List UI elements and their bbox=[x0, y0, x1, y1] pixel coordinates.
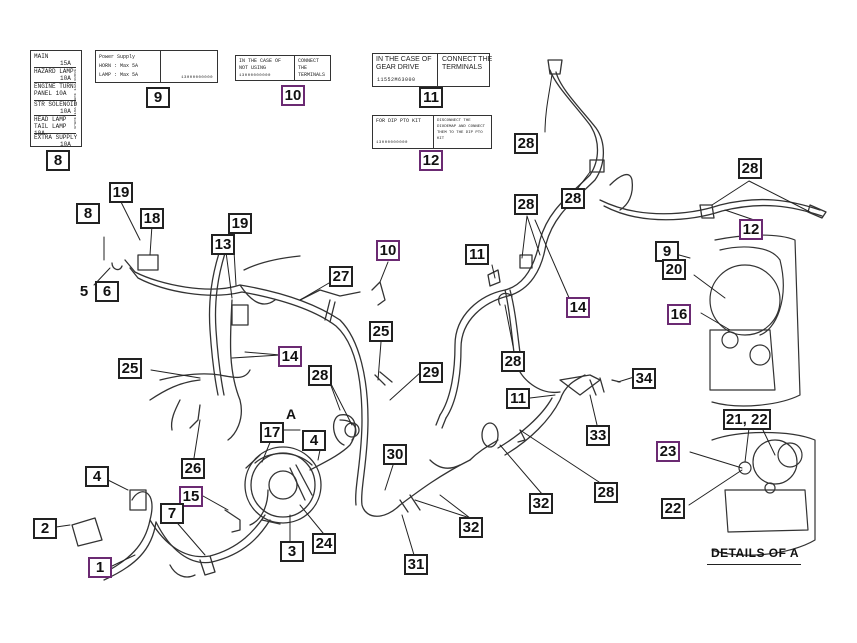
decal11-right1: CONNECT THE bbox=[442, 56, 493, 63]
dip-pto-decal: FOR DIP PTO KIT DISCONNECT THE DIODEMAP … bbox=[372, 115, 492, 149]
callout-24: 24 bbox=[312, 533, 336, 554]
callout-8: 8 bbox=[46, 150, 70, 171]
decal11-serial: 11552M63000 bbox=[377, 77, 416, 83]
fuse-extra: EXTRA SUPPLY bbox=[34, 134, 78, 141]
callout-28-upper: 28 bbox=[561, 188, 585, 209]
decal9-line2: HORN : Max 5A bbox=[99, 63, 139, 69]
callout-25-left: 25 bbox=[118, 358, 142, 379]
fuse-str: STR SOLENOID bbox=[34, 101, 78, 108]
callout-1: 1 bbox=[88, 557, 112, 578]
detail-views bbox=[709, 234, 816, 556]
decal9-line1: Power Supply bbox=[99, 54, 136, 60]
decal9-serial: 13000000000 bbox=[181, 76, 213, 80]
callout-32-right: 32 bbox=[529, 493, 553, 514]
callout-27: 27 bbox=[329, 266, 353, 287]
decal11-right2: TERMINALS bbox=[442, 64, 483, 71]
callout-5: 5 bbox=[75, 281, 93, 302]
callout-3: 3 bbox=[280, 541, 304, 562]
callout-32-center: 32 bbox=[459, 517, 483, 538]
fuse-head-rating: 10A bbox=[34, 130, 45, 137]
details-of-a-caption: DETAILS OF A bbox=[711, 546, 799, 560]
callout-22: 22 bbox=[661, 498, 685, 519]
view-a-label: A bbox=[286, 406, 297, 422]
decal12-left: FOR DIP PTO KIT bbox=[376, 118, 422, 124]
callout-11-lower: 11 bbox=[506, 388, 530, 409]
callout-11-center: 11 bbox=[465, 244, 489, 265]
fuse-extra-rating: 10A bbox=[60, 141, 71, 148]
callout-4-center: 4 bbox=[302, 430, 326, 451]
fuse-engine: ENGINE TURN PANEL bbox=[34, 83, 74, 97]
callout-28-lower: 28 bbox=[594, 482, 618, 503]
callout-10: 10 bbox=[281, 85, 305, 106]
callout-26: 26 bbox=[181, 458, 205, 479]
callout-14-right: 14 bbox=[566, 297, 590, 318]
callout-10-center: 10 bbox=[376, 240, 400, 261]
not-using-decal: IN THE CASE OF NOT USING CONNECT THE TER… bbox=[235, 55, 331, 81]
right-harness bbox=[435, 59, 827, 461]
callout-11: 11 bbox=[419, 87, 443, 108]
decal10-left: IN THE CASE OF NOT USING bbox=[239, 58, 282, 71]
callout-7: 7 bbox=[160, 503, 184, 524]
fuse-main: MAIN bbox=[34, 53, 49, 60]
details-underline bbox=[707, 564, 801, 565]
callout-15: 15 bbox=[179, 486, 203, 507]
callout-28-center: 28 bbox=[501, 351, 525, 372]
fuse-head: HEAD LAMP TAIL LAMP bbox=[34, 116, 67, 130]
callout-12: 12 bbox=[419, 150, 443, 171]
alternator-assembly bbox=[244, 414, 357, 525]
callout-4-left: 4 bbox=[85, 466, 109, 487]
callout-28-right: 28 bbox=[738, 158, 762, 179]
callout-25-center: 25 bbox=[369, 321, 393, 342]
fuse-engine-rating: 10A bbox=[55, 90, 67, 97]
decal9-line3: LAMP : Max 5A bbox=[99, 72, 139, 78]
callout-19-center: 19 bbox=[228, 213, 252, 234]
callout-33: 33 bbox=[586, 425, 610, 446]
callout-28-pump: 28 bbox=[308, 365, 332, 386]
gear-drive-decal: IN THE CASE OF GEAR DRIVE CONNECT THE TE… bbox=[372, 53, 493, 87]
decal10-serial: 13000000000 bbox=[239, 74, 271, 78]
callout-2: 2 bbox=[33, 518, 57, 539]
callout-16: 16 bbox=[667, 304, 691, 325]
decal11-left1: IN THE CASE OF bbox=[376, 56, 432, 63]
fuse-str-rating: 10A bbox=[60, 108, 71, 115]
fuse-side-text: SPARE 10A SPARE 15A S0001 bbox=[74, 69, 78, 130]
callout-28-mid: 28 bbox=[514, 194, 538, 215]
fuse-hazard: HAZARD LAMP bbox=[34, 68, 74, 75]
callout-31: 31 bbox=[404, 554, 428, 575]
callout-20: 20 bbox=[662, 259, 686, 280]
decal11-left2: GEAR DRIVE bbox=[376, 64, 420, 71]
power-supply-decal: Power Supply HORN : Max 5A LAMP : Max 5A… bbox=[95, 50, 218, 83]
callout-34: 34 bbox=[632, 368, 656, 389]
callout-19: 19 bbox=[109, 182, 133, 203]
callout-6: 6 bbox=[95, 281, 119, 302]
callout-9: 9 bbox=[146, 87, 170, 108]
callout-14-left: 14 bbox=[278, 346, 302, 367]
decal10-right: CONNECT THE TERMINALS bbox=[298, 58, 326, 78]
callout-28-top: 28 bbox=[514, 133, 538, 154]
fuse-hazard-rating: 10A bbox=[60, 75, 71, 82]
decal12-right: DISCONNECT THE DIODEMAP AND CONNECT THEM… bbox=[437, 119, 486, 141]
callout-13: 13 bbox=[211, 234, 235, 255]
callout-18: 18 bbox=[140, 208, 164, 229]
fuse-main-rating: 15A bbox=[60, 60, 71, 67]
center-harness bbox=[111, 249, 471, 517]
callout-12-right: 12 bbox=[739, 219, 763, 240]
decal12-serial: 13000000000 bbox=[376, 141, 408, 145]
callout-8-left: 8 bbox=[76, 203, 100, 224]
callout-29: 29 bbox=[419, 362, 443, 383]
left-harness bbox=[71, 489, 271, 581]
callout-17: 17 bbox=[260, 422, 284, 443]
callout-21-22: 21, 22 bbox=[723, 409, 771, 430]
callout-23: 23 bbox=[656, 441, 680, 462]
callout-30: 30 bbox=[383, 444, 407, 465]
